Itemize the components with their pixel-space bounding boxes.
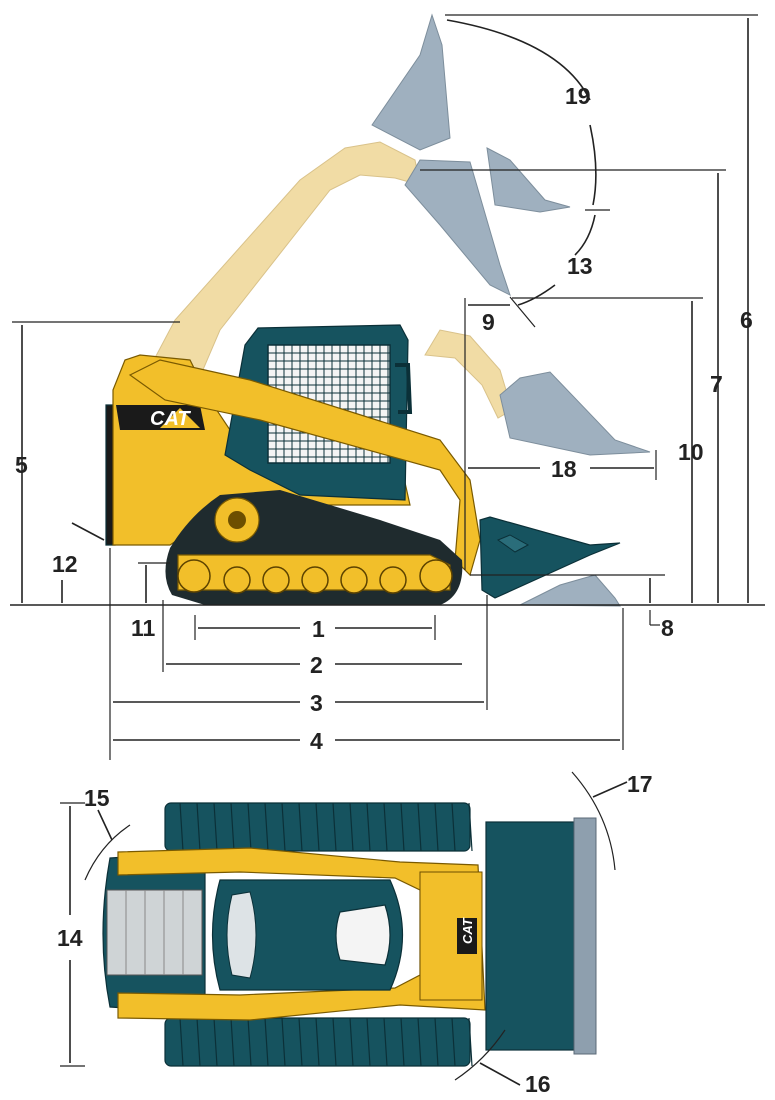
dim-label-10: 10 [678,439,704,465]
dim-label-15: 15 [84,785,110,811]
dim-label-12: 12 [52,551,78,577]
dim-label-8: 8 [661,615,674,641]
top-bucket-edge [573,817,597,1055]
engine-grille [106,889,203,976]
road-wheels [177,559,453,594]
dim-label-2: 2 [310,652,323,678]
dimension-labels: 1 2 3 4 5 6 7 8 9 10 11 12 13 14 15 16 1… [15,83,753,1097]
dim-label-19: 19 [565,83,591,109]
dim-label-4: 4 [310,728,323,754]
top-cat-logo: CAT [457,917,477,954]
dim-label-9: 9 [482,309,495,335]
ghost-bucket-curled [486,147,571,213]
dim-label-5: 5 [15,452,28,478]
ghost-bucket-top [371,13,451,151]
dim-label-1: 1 [312,616,325,642]
dim-label-6: 6 [740,307,753,333]
ghost-bucket-dump [404,159,511,296]
top-lift-arms [117,847,486,1021]
top-cab-glass [226,891,257,979]
dim-label-18: 18 [551,456,577,482]
ghost-mid-arm [424,329,513,419]
dim-label-17: 17 [627,771,653,797]
dim-label-11: 11 [131,615,156,641]
top-roof-grid [335,904,391,966]
top-view-machine: CAT [102,802,597,1067]
svg-text:CAT: CAT [150,408,191,430]
ghost-bucket-mid [499,371,651,456]
side-view-machine: CAT [105,324,621,605]
top-cab [211,879,403,991]
dim-label-16: 16 [525,1071,551,1097]
dim-label-13: 13 [567,253,593,279]
dim-label-3: 3 [310,690,323,716]
ghost-bucket-ground [519,574,621,607]
dim-label-7: 7 [710,371,723,397]
svg-text:CAT: CAT [460,917,475,944]
side-cat-logo: CAT [116,405,205,430]
top-bucket [485,821,575,1051]
dimension-lines [10,14,765,1086]
dim-label-14: 14 [57,925,83,951]
